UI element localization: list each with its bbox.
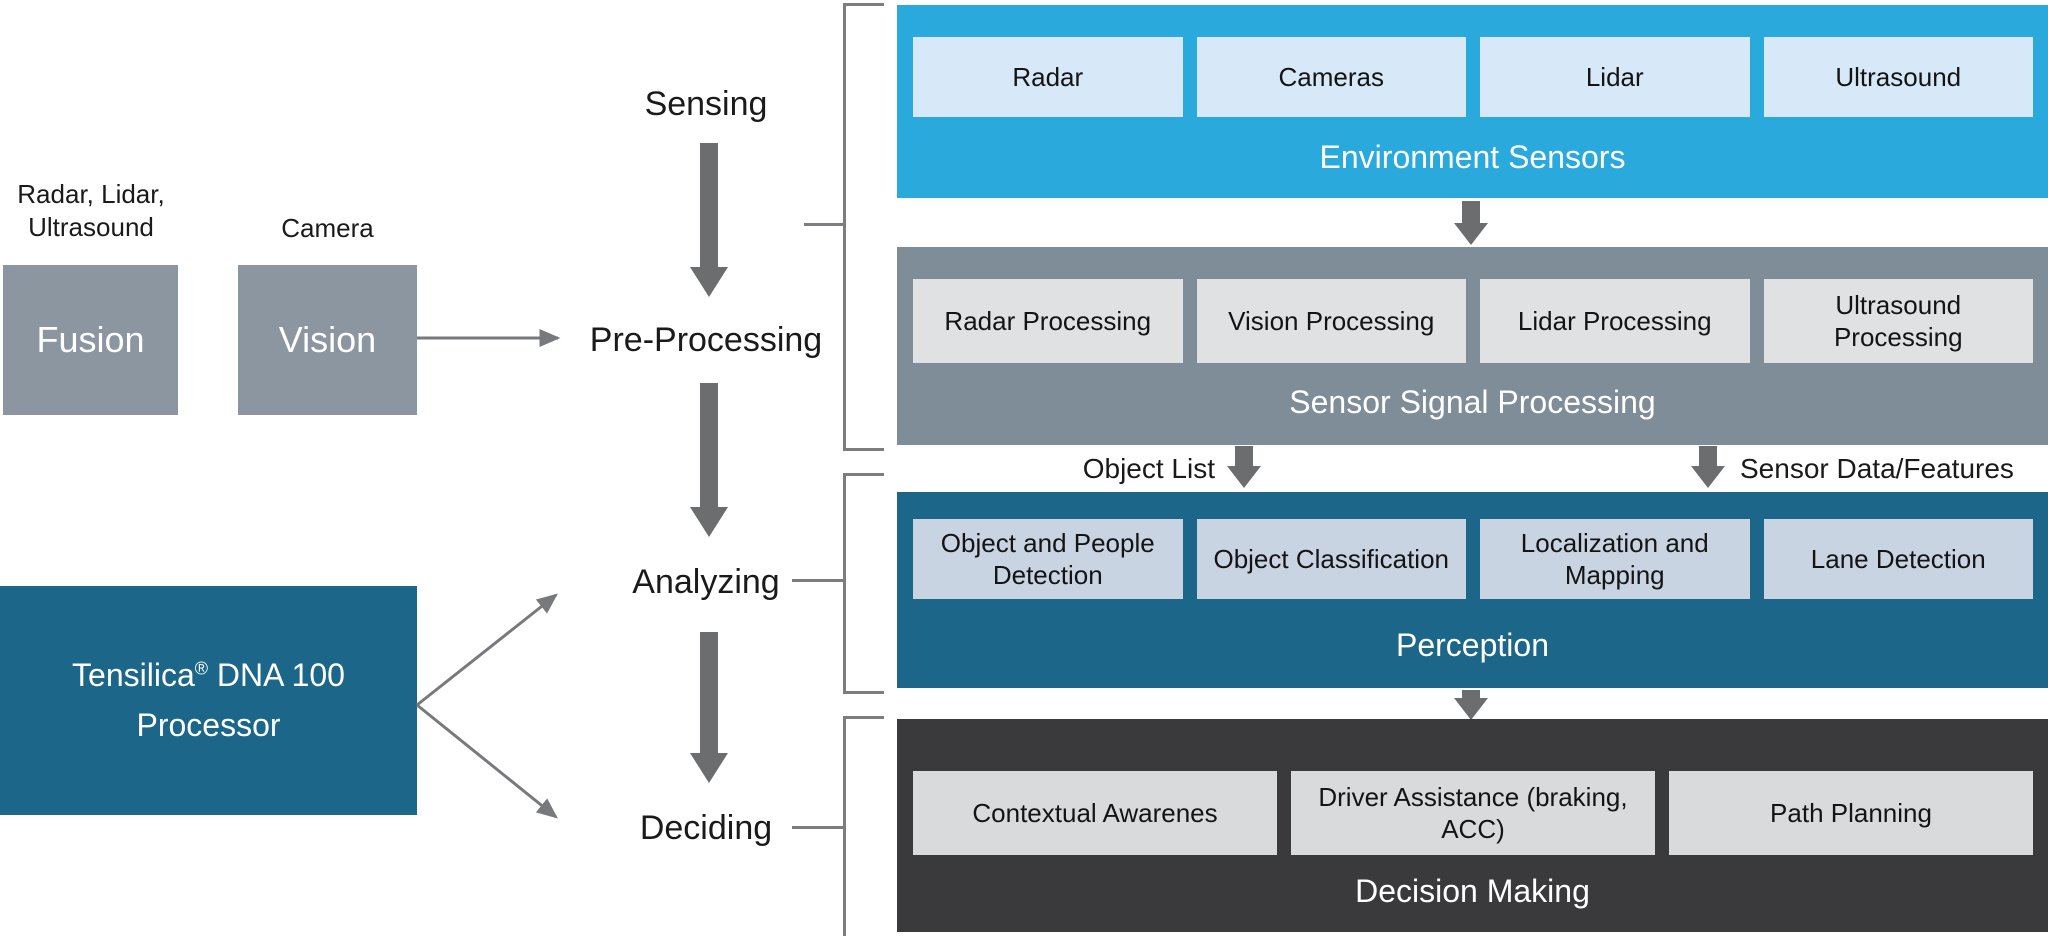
stage-analyzing: Analyzing (632, 563, 780, 601)
down-arrow-sensors-to-processing-head (1454, 223, 1488, 245)
processor-box-label: Tensilica® DNA 100 Processor (72, 651, 345, 750)
down-arrow-sensor-data-shaft (1699, 446, 1717, 466)
group-bracket-analyzing-tick (792, 579, 843, 582)
group-bracket-deciding (843, 716, 884, 936)
camera-caption: Camera (281, 213, 374, 243)
panel-item: Path Planning (1669, 771, 2033, 855)
panel-item: Radar Processing (913, 279, 1183, 363)
down-arrow-sensing-head (690, 267, 728, 297)
processor-word: Processor (136, 706, 281, 743)
processor-model: DNA 100 (208, 656, 345, 693)
stage-preprocessing: Pre-Processing (589, 321, 823, 359)
panel-item: Cameras (1196, 37, 1466, 117)
sensor-data-features-label: Sensor Data/Features (1740, 453, 2014, 484)
registered-mark: ® (194, 658, 208, 679)
panel-signal-processing-title: Sensor Signal Processing (1289, 384, 1656, 420)
panel-item: Vision Processing (1196, 279, 1466, 363)
group-bracket-sensing-tick (804, 223, 843, 226)
panel-item: Localization and Mapping (1480, 519, 1750, 599)
panel-item: Radar (913, 37, 1183, 117)
fusion-caption-line1: Radar, Lidar, (17, 179, 165, 209)
panel-item: Object and People Detection (913, 519, 1183, 599)
processor-box: Tensilica® DNA 100 Processor (0, 586, 417, 815)
down-arrow-preprocessing-head (690, 507, 728, 537)
down-arrow-analyzing-shaft (700, 632, 718, 753)
panel-item: Contextual Awarenes (913, 771, 1277, 855)
panel-item: Driver Assistance (braking, ACC) (1291, 771, 1655, 855)
down-arrow-object-list-shaft (1235, 446, 1253, 466)
group-bracket-deciding-tick (792, 826, 843, 829)
down-arrow-preprocessing-shaft (700, 383, 718, 507)
down-arrow-perception-to-decision-head (1454, 698, 1488, 720)
panel-perception-title: Perception (1396, 627, 1549, 663)
panel-decision-making-title: Decision Making (1355, 873, 1590, 909)
panel-item: Lidar Processing (1480, 279, 1750, 363)
panel-item: Lidar (1480, 37, 1750, 117)
down-arrow-analyzing-head (690, 753, 728, 783)
right-arrow-vision-to-preprocessing (417, 329, 561, 347)
panel-environment-sensors-title: Environment Sensors (1319, 139, 1626, 175)
vision-box: Vision (238, 265, 417, 415)
group-bracket-sensing (843, 3, 884, 451)
panel-item: Ultrasound Processing (1763, 279, 2033, 363)
down-arrow-object-list-head (1227, 466, 1261, 488)
fusion-caption-line2: Ultrasound (28, 212, 154, 243)
processor-name: Tensilica (72, 656, 195, 693)
fusion-caption: Radar, Lidar, Ultrasound (0, 178, 182, 245)
panel-item: Ultrasound (1763, 37, 2033, 117)
down-arrow-sensors-to-processing-shaft (1462, 201, 1480, 223)
fusion-box-label: Fusion (36, 319, 145, 360)
fusion-box: Fusion (3, 265, 178, 415)
down-arrow-perception-to-decision-shaft (1462, 690, 1480, 698)
object-list-label: Object List (1082, 453, 1215, 484)
group-bracket-analyzing (843, 473, 884, 694)
vision-box-label: Vision (278, 319, 377, 360)
stage-deciding: Deciding (639, 809, 773, 847)
panel-item: Object Classification (1196, 519, 1466, 599)
down-arrow-sensing-shaft (700, 143, 718, 267)
panel-item: Lane Detection (1763, 519, 2033, 599)
down-arrow-sensor-data-head (1691, 466, 1725, 488)
stage-sensing: Sensing (644, 85, 768, 123)
fork-arrows-processor (416, 593, 558, 819)
